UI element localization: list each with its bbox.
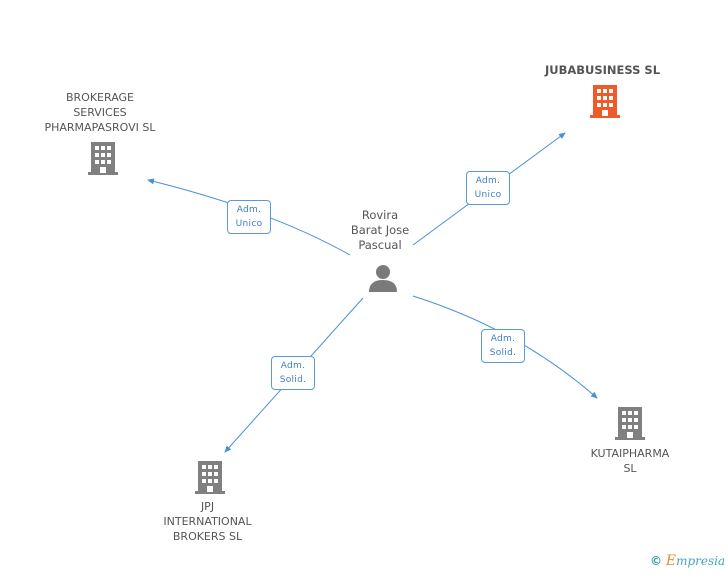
- company-name-kutaipharma[interactable]: KUTAIPHARMA SL: [590, 447, 670, 475]
- relation-label-jpj[interactable]: Adm. Solid.: [271, 356, 315, 390]
- relation-label-jubabusiness[interactable]: Adm. Unico: [466, 171, 510, 205]
- relation-type: Unico: [474, 190, 502, 200]
- brand-initial: E: [665, 553, 677, 569]
- company-name-jpj[interactable]: JPJ INTERNATIONAL BROKERS SL: [163, 500, 252, 543]
- relation-type: Solid.: [279, 375, 307, 385]
- relation-role: Adm.: [475, 176, 501, 186]
- relation-role: Adm.: [490, 334, 516, 344]
- empresia-watermark: © Empresia: [650, 553, 725, 569]
- relation-role: Adm.: [236, 205, 262, 215]
- building-icon[interactable]: [87, 140, 119, 176]
- relation-type: Solid.: [489, 348, 517, 358]
- company-name-jubabusiness[interactable]: JUBABUSINESS SL: [544, 63, 661, 77]
- building-icon-highlighted[interactable]: [589, 83, 621, 119]
- person-name[interactable]: Rovira Barat Jose Pascual: [350, 208, 410, 252]
- relation-label-brokerage[interactable]: Adm. Unico: [227, 200, 271, 234]
- building-icon[interactable]: [194, 459, 226, 495]
- relation-type: Unico: [235, 219, 263, 229]
- company-name-brokerage[interactable]: BROKERAGE SERVICES PHARMAPASROVI SL: [44, 91, 156, 134]
- building-icon[interactable]: [614, 405, 646, 441]
- relation-role: Adm.: [280, 361, 306, 371]
- brand-name: mpresia: [676, 554, 726, 568]
- copyright-symbol: ©: [650, 554, 662, 568]
- person-icon[interactable]: [368, 263, 398, 293]
- relation-label-kutaipharma[interactable]: Adm. Solid.: [481, 329, 525, 363]
